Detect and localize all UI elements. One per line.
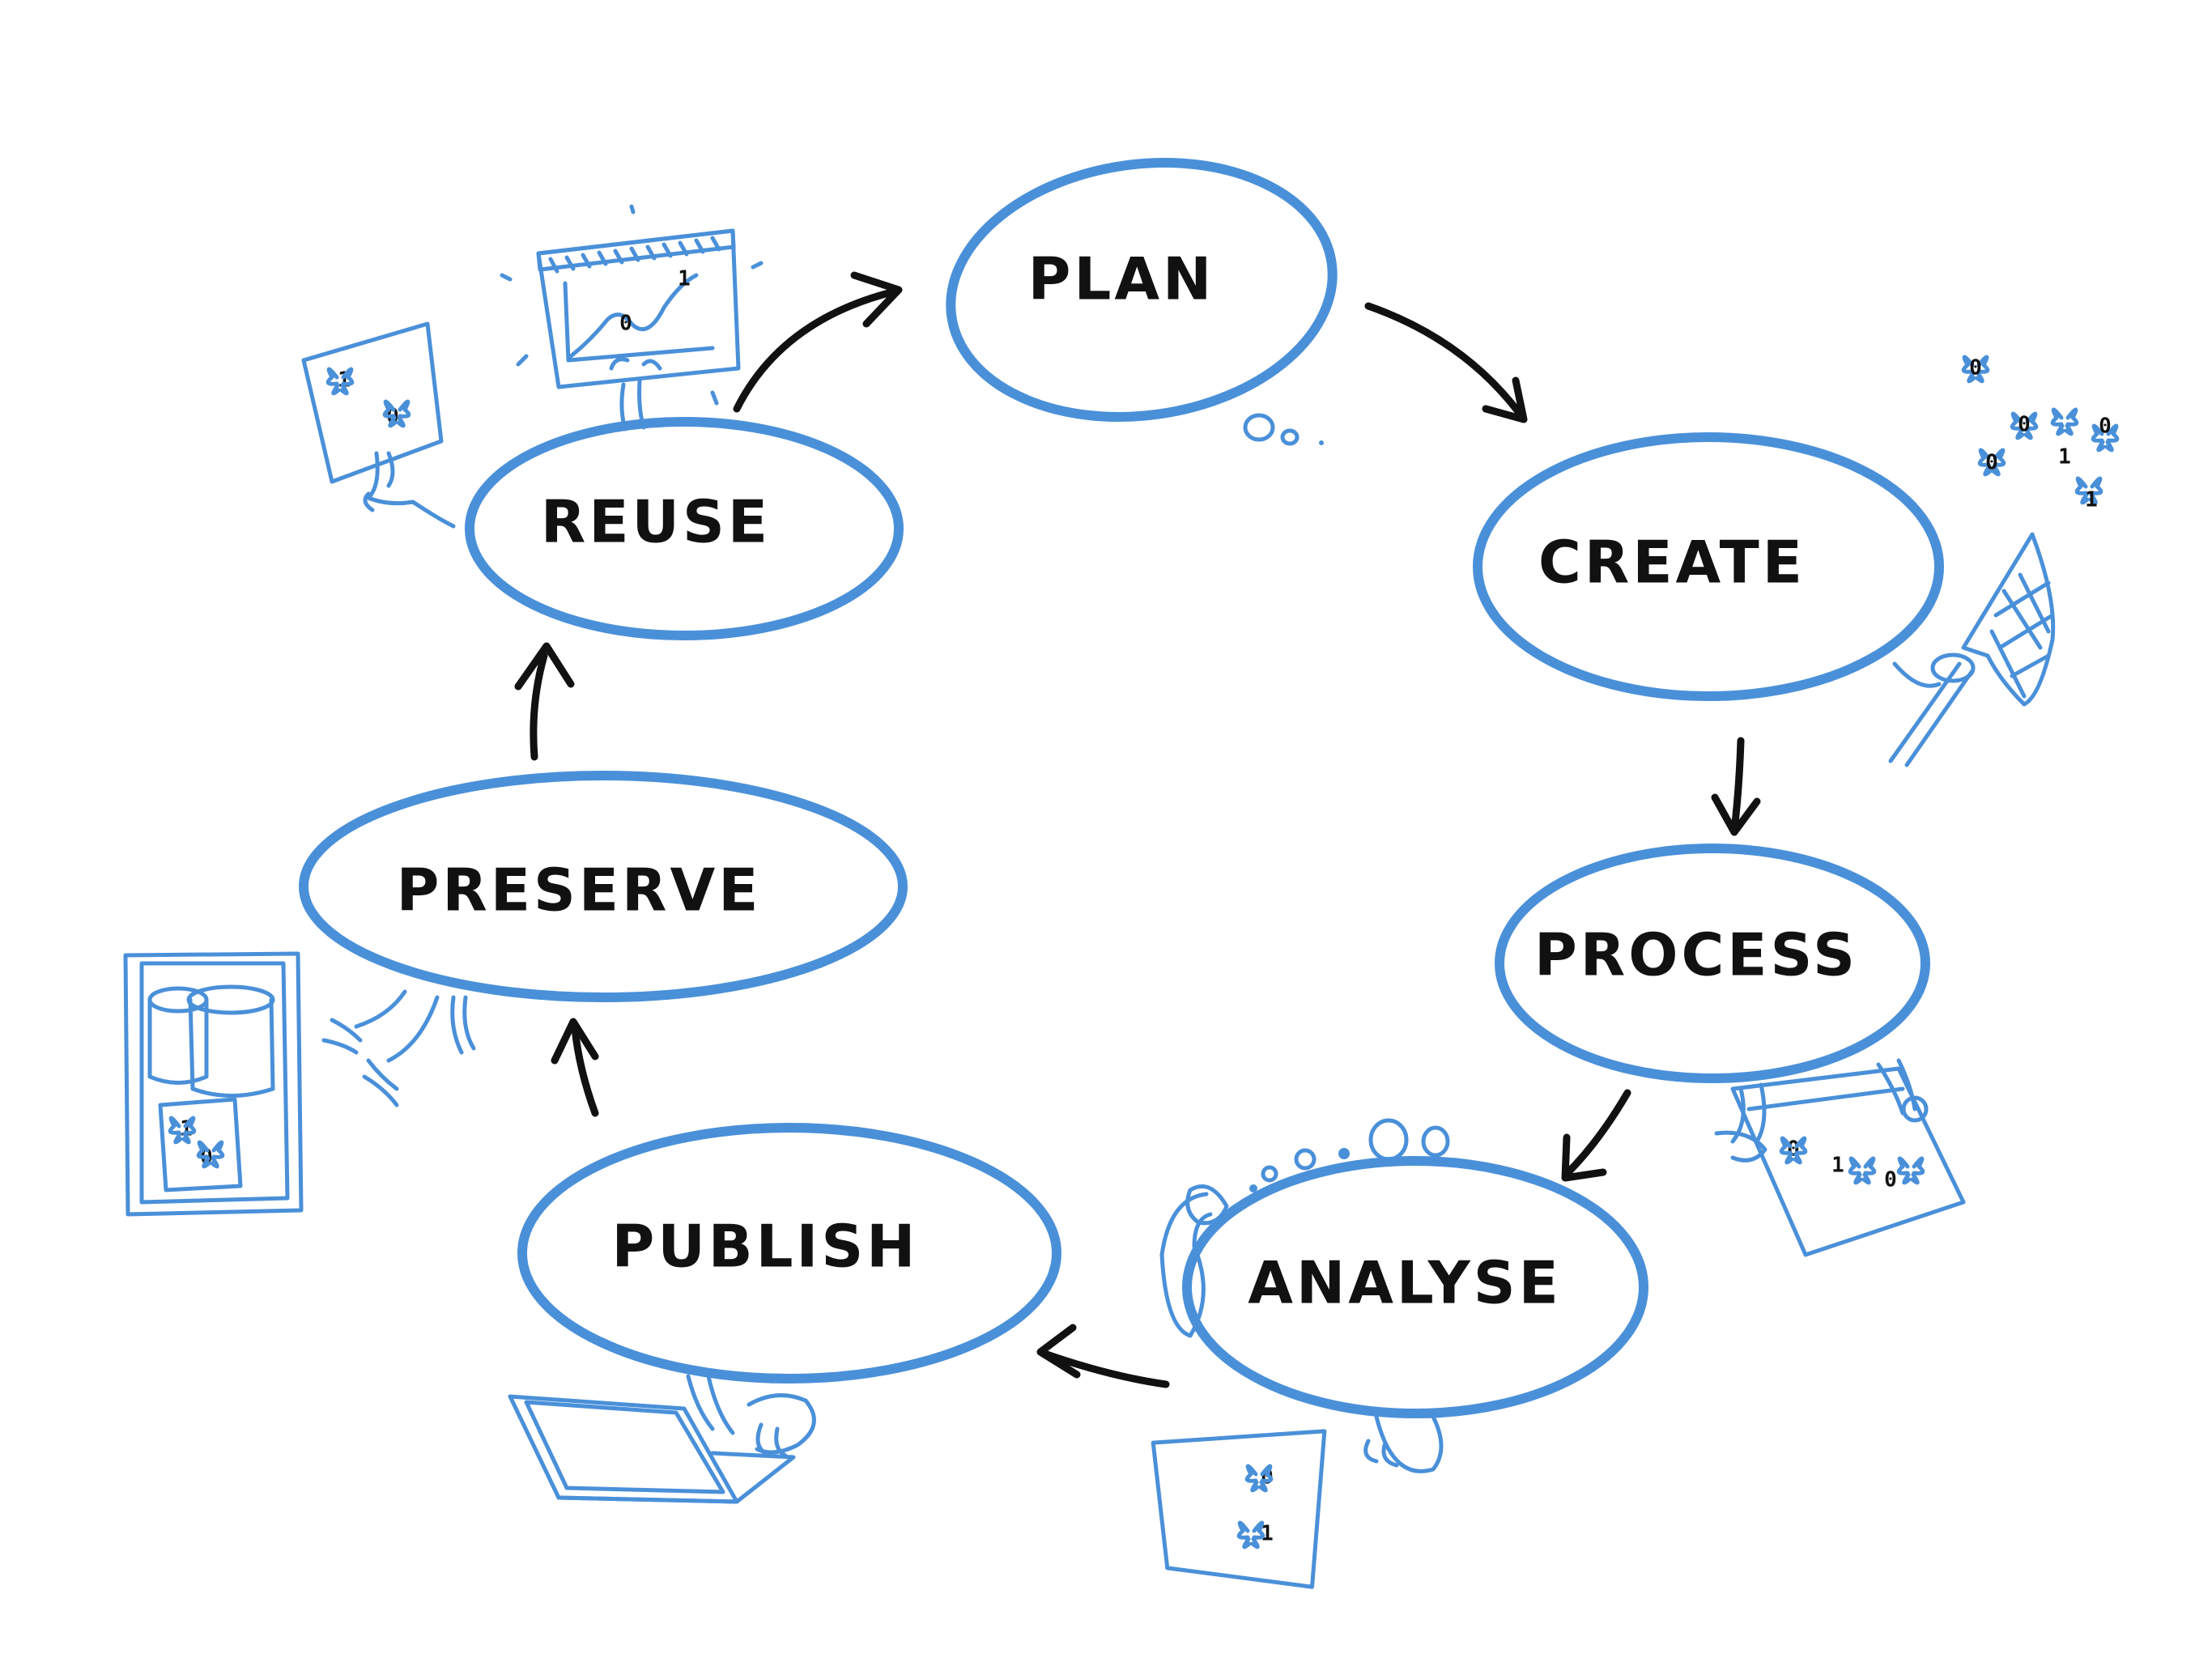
data-bug-icon: [1779, 1136, 1808, 1165]
stage-publish-label: PUBLISH: [612, 1213, 919, 1281]
thought-bubbles-icon: [1243, 413, 1324, 446]
data-bug-icon: [2091, 423, 2120, 453]
stage-plan: PLAN: [946, 158, 1338, 422]
data-bug-icon: [196, 1140, 225, 1169]
data-bug-icon: [1848, 1156, 1877, 1185]
reuse-screen-bit-0: 0: [619, 312, 632, 336]
bit-5: 1: [2085, 488, 2098, 512]
hands-on-data-sheet-icon: 0 1 0: [1714, 1058, 1966, 1257]
archive-storage-box-icon: 1 0: [123, 951, 476, 1217]
data-bug-icon: [2010, 411, 2039, 440]
analyse-bit-1: 1: [1261, 1522, 1274, 1546]
chart-screen-and-data-sheet-icon: 0 1 1 0: [301, 204, 764, 529]
bit-3: 1: [2058, 445, 2071, 470]
arrow-reuse-to-plan: [733, 271, 903, 413]
stage-reuse-ellipse: [465, 417, 904, 640]
data-bug-icon: [382, 399, 411, 428]
stage-preserve: PRESERVE: [299, 771, 908, 1002]
stage-create: CREATE: [1473, 432, 1944, 701]
laptop-typing-icon: [508, 1374, 816, 1504]
reuse-screen-bit-1: 1: [678, 267, 691, 291]
stage-create-label: CREATE: [1538, 529, 1806, 597]
arrow-process-to-analyse: [1561, 1089, 1631, 1182]
stage-publish-ellipse: [517, 1123, 1061, 1384]
stage-process: PROCESS: [1495, 844, 1930, 1083]
data-bug-icon: [1244, 1464, 1274, 1493]
process-bit-1: 1: [1831, 1154, 1844, 1178]
bit-1: 0: [2018, 413, 2031, 437]
data-bug-icon: [168, 1116, 197, 1145]
stage-plan-label: PLAN: [1028, 245, 1215, 313]
arrow-plan-to-create: [1364, 302, 1528, 423]
data-bug-icon: [1896, 1156, 1925, 1185]
data-bug-icon: [1977, 448, 2006, 477]
stage-preserve-ellipse: [299, 771, 908, 1002]
arrow-preserve-to-reuse: [514, 642, 575, 761]
bit-0: 0: [1969, 356, 1982, 380]
stage-process-ellipse: [1495, 844, 1930, 1083]
stage-analyse-label: ANALYSE: [1248, 1249, 1562, 1317]
arrow-create-to-process: [1711, 737, 1761, 836]
data-bug-icon: [2074, 476, 2104, 505]
stage-analyse-ellipse: [1182, 1156, 1648, 1418]
stage-plan-ellipse: [946, 158, 1338, 422]
stage-analyse: ANALYSE: [1182, 1156, 1648, 1418]
stage-reuse: REUSE: [465, 417, 904, 640]
butterfly-net-catching-data-icon: 0 0 0 1 0 1: [1888, 355, 2120, 767]
stage-process-label: PROCESS: [1534, 921, 1858, 989]
bit-4: 0: [2099, 414, 2112, 439]
data-bug-icon: [2050, 407, 2079, 436]
stage-create-ellipse: [1473, 432, 1944, 701]
flying-data-bits: 0 0 0 1 0 1: [1961, 355, 2120, 512]
data-bug-icon: [325, 367, 355, 396]
flow-arrows: [514, 271, 1761, 1388]
arrow-analyse-to-publish: [1036, 1324, 1170, 1388]
thinking-figure-with-data-sheet-icon: 0 1: [1151, 1118, 1450, 1589]
bit-2: 0: [1985, 451, 1998, 475]
arrow-publish-to-preserve: [551, 1018, 599, 1117]
data-bug-icon: [1236, 1520, 1266, 1549]
stage-preserve-label: PRESERVE: [397, 857, 762, 925]
process-bit-2: 0: [1884, 1168, 1897, 1192]
data-bug-icon: [1961, 355, 1990, 384]
stage-publish: PUBLISH: [517, 1123, 1061, 1384]
stage-reuse-label: REUSE: [541, 488, 771, 556]
